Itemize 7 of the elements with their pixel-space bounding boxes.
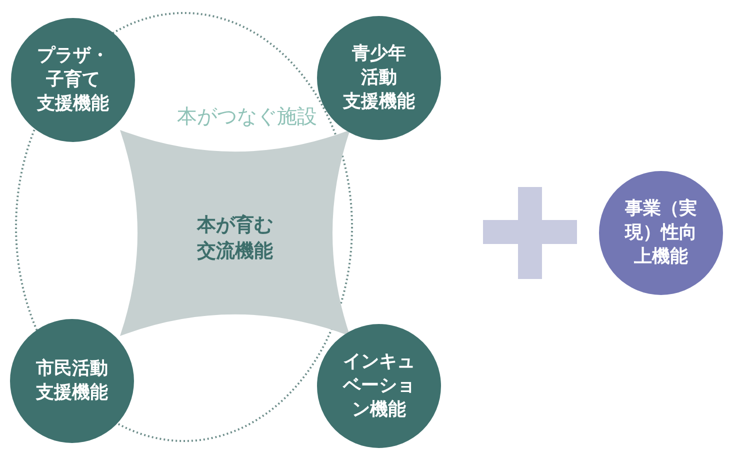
circle-label: インキュベーション機能 bbox=[343, 350, 415, 422]
circle-label: 市民活動支援機能 bbox=[36, 357, 108, 405]
center-label: 本が育む交流機能 bbox=[197, 213, 273, 264]
circle-label: 事業（実現）性向上機能 bbox=[625, 197, 697, 269]
ring-label: 本がつなぐ施設 bbox=[176, 104, 318, 128]
circle-label: プラザ・子育て支援機能 bbox=[37, 44, 109, 116]
circle-label: 青少年活動支援機能 bbox=[343, 42, 415, 114]
